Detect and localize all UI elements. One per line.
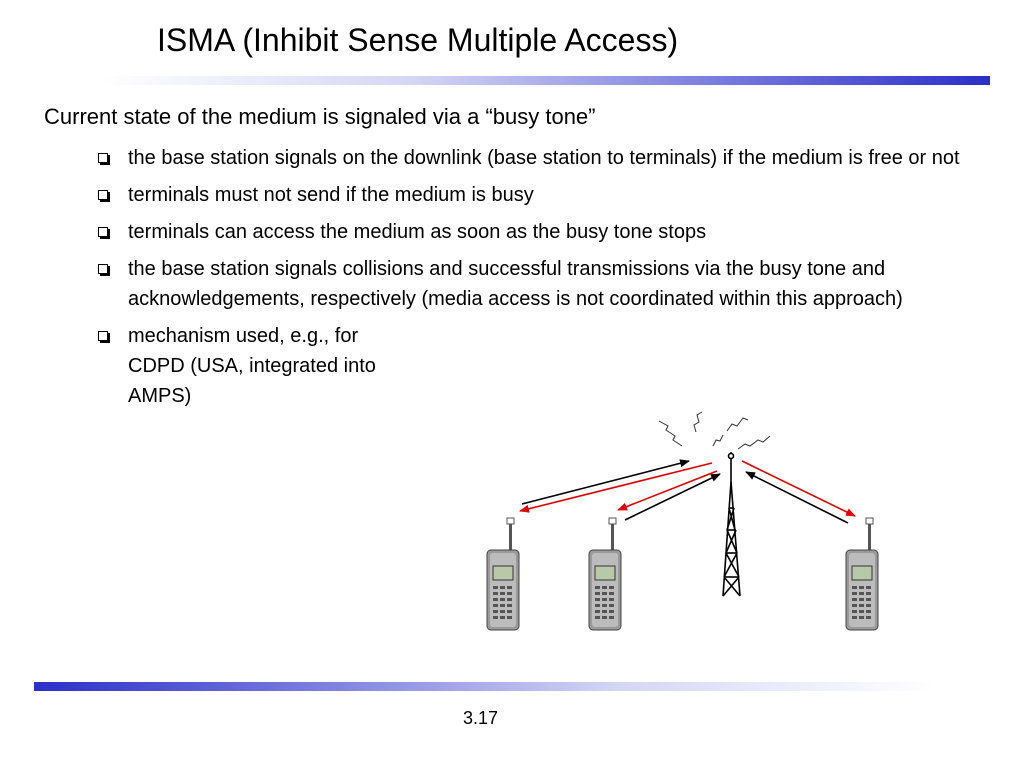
bullet-item: the base station signals collisions and … — [98, 254, 968, 314]
bullet-item: terminals must not send if the medium is… — [98, 180, 968, 210]
bullet-text: mechanism used, e.g., for CDPD (USA, int… — [128, 325, 376, 407]
bullet-text: the base station signals collisions and … — [128, 258, 903, 310]
uplink-arrow — [745, 471, 849, 524]
checkbox-bullet-icon — [98, 331, 108, 341]
bullet-text: terminals can access the medium as soon … — [128, 221, 707, 243]
bullet-item: the base station signals on the downlink… — [98, 143, 968, 173]
base-station-tower-icon — [722, 452, 741, 597]
radio-wave-icon — [658, 411, 771, 450]
checkbox-bullet-icon — [98, 264, 108, 274]
checkbox-bullet-icon — [98, 153, 108, 163]
slide-title: ISMA (Inhibit Sense Multiple Access) — [157, 22, 679, 58]
uplink-arrow — [521, 459, 690, 505]
mobile-phone-icon — [845, 517, 879, 631]
uplink-arrow — [624, 473, 721, 521]
page-number: 3.17 — [463, 708, 499, 728]
title-underline — [100, 76, 990, 85]
mobile-phone-icon — [588, 517, 622, 631]
bullet-item: mechanism used, e.g., for CDPD (USA, int… — [98, 321, 408, 411]
checkbox-bullet-icon — [98, 227, 108, 237]
bullet-text: terminals must not send if the medium is… — [128, 184, 534, 206]
downlink-arrow — [617, 470, 718, 511]
mobile-phone-icon — [486, 517, 520, 631]
bullet-text: the base station signals on the downlink… — [128, 147, 960, 169]
checkbox-bullet-icon — [98, 190, 108, 200]
bullet-item: terminals can access the medium as soon … — [98, 217, 968, 247]
isma-diagram — [486, 411, 879, 631]
main-point: Current state of the medium is signaled … — [44, 104, 596, 129]
downlink-arrow — [741, 460, 856, 517]
downlink-arrow — [519, 462, 713, 513]
footer-rule — [34, 682, 934, 691]
bullet-list: the base station signals on the downlink… — [98, 143, 968, 418]
